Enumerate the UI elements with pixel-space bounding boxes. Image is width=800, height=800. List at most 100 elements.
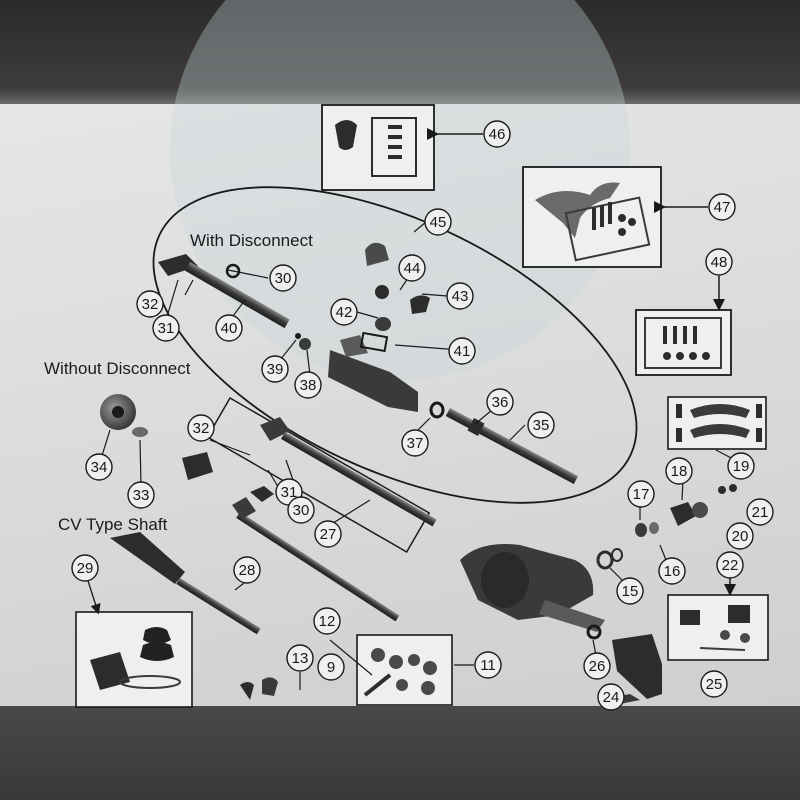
callout-24: 24 xyxy=(597,683,625,711)
callout-25-text: 25 xyxy=(706,676,723,693)
callout-41: 41 xyxy=(448,337,476,365)
callout-24-text: 24 xyxy=(603,689,620,706)
callout-20: 20 xyxy=(726,522,754,550)
callout-28-text: 28 xyxy=(239,562,256,579)
callout-38-text: 38 xyxy=(300,377,317,394)
callout-38: 38 xyxy=(294,371,322,399)
callout-42-text: 42 xyxy=(336,304,353,321)
callout-11: 11 xyxy=(474,651,502,679)
box-19 xyxy=(667,396,767,461)
callout-29-text: 29 xyxy=(77,560,94,577)
callout-31a: 31 xyxy=(152,314,180,342)
callout-18-text: 18 xyxy=(671,463,688,480)
callout-48-text: 48 xyxy=(711,254,728,271)
callout-30b: 30 xyxy=(287,496,315,524)
background-top-dark xyxy=(0,0,800,104)
callout-19: 19 xyxy=(727,452,755,480)
box-29 xyxy=(75,580,193,708)
callout-19-text: 19 xyxy=(733,458,750,475)
box-46 xyxy=(321,104,483,191)
callout-28: 28 xyxy=(233,556,261,584)
callout-22: 22 xyxy=(716,551,744,579)
box-22 xyxy=(667,577,769,661)
seal-39 xyxy=(295,333,301,339)
with-disconnect-ellipse xyxy=(152,186,638,504)
callout-39: 39 xyxy=(261,355,289,383)
callout-9-text: 9 xyxy=(327,659,335,676)
callout-25: 25 xyxy=(700,670,728,698)
cv-type-shaft-label: CV Type Shaft xyxy=(58,515,168,534)
pin-12 xyxy=(363,673,392,697)
callout-30a-text: 30 xyxy=(275,270,292,287)
callout-21-text: 21 xyxy=(752,504,769,521)
lower-axle-set xyxy=(182,417,437,622)
disconnect-housing xyxy=(328,242,430,412)
callout-45: 45 xyxy=(424,208,452,236)
callout-29: 29 xyxy=(71,554,99,582)
callout-46-text: 46 xyxy=(489,126,506,143)
callout-12: 12 xyxy=(313,607,341,635)
callout-44-text: 44 xyxy=(404,260,421,277)
callout-33-text: 33 xyxy=(133,487,150,504)
cv-shaft-28 xyxy=(110,532,261,635)
callout-39-text: 39 xyxy=(267,361,284,378)
callout-40-text: 40 xyxy=(221,320,238,337)
background-bottom-dark xyxy=(0,706,800,800)
callout-47-text: 47 xyxy=(714,199,731,216)
callout-44: 44 xyxy=(398,254,426,282)
differential-housing xyxy=(460,544,605,632)
with-disconnect-label: With Disconnect xyxy=(190,231,313,250)
callout-43-text: 43 xyxy=(452,288,469,305)
callout-16: 16 xyxy=(658,557,686,585)
callout-35: 35 xyxy=(527,411,555,439)
callout-33: 33 xyxy=(127,481,155,509)
callout-36-text: 36 xyxy=(492,394,509,411)
callout-13: 13 xyxy=(286,644,314,672)
callout-46: 46 xyxy=(483,120,511,148)
callout-17: 17 xyxy=(627,480,655,508)
callout-20-text: 20 xyxy=(732,528,749,545)
callout-45-text: 45 xyxy=(430,214,447,231)
callout-37: 37 xyxy=(401,429,429,457)
callout-22-text: 22 xyxy=(722,557,739,574)
shaft-27-box xyxy=(206,396,431,553)
callout-31a-text: 31 xyxy=(158,320,175,337)
callout-12-text: 12 xyxy=(319,613,336,630)
callout-30b-text: 30 xyxy=(293,502,310,519)
callout-15: 15 xyxy=(616,577,644,605)
callout-16-text: 16 xyxy=(664,563,681,580)
callout-42: 42 xyxy=(330,298,358,326)
callout-36: 36 xyxy=(486,388,514,416)
callout-32a-text: 32 xyxy=(142,296,159,313)
callout-32b: 32 xyxy=(187,414,215,442)
callout-11-text: 11 xyxy=(480,657,496,674)
callout-37-text: 37 xyxy=(407,435,424,452)
callout-47: 47 xyxy=(708,193,736,221)
ring-37 xyxy=(429,401,445,419)
box-11 xyxy=(356,634,474,706)
callout-48: 48 xyxy=(705,248,733,276)
callout-30a: 30 xyxy=(269,264,297,292)
axle-shaft-40 xyxy=(158,254,290,329)
axle-shaft-35 xyxy=(445,408,579,485)
box-48 xyxy=(635,276,732,376)
callout-32a: 32 xyxy=(136,290,164,318)
part-13 xyxy=(240,682,254,700)
callout-41-text: 41 xyxy=(454,343,471,360)
callout-15-text: 15 xyxy=(622,583,639,600)
washer-38 xyxy=(299,338,311,350)
without-disconnect-label: Without Disconnect xyxy=(44,359,191,378)
callout-27: 27 xyxy=(314,520,342,548)
callout-27-text: 27 xyxy=(320,526,337,543)
callout-31b-text: 31 xyxy=(281,484,298,501)
callout-34-text: 34 xyxy=(91,459,108,476)
callout-21: 21 xyxy=(746,498,774,526)
callout-26: 26 xyxy=(583,652,611,680)
callout-9: 9 xyxy=(317,653,345,681)
callout-35-text: 35 xyxy=(533,417,550,434)
callout-43: 43 xyxy=(446,282,474,310)
pinion-parts xyxy=(596,484,737,570)
callout-13-text: 13 xyxy=(292,650,309,667)
callout-34: 34 xyxy=(85,453,113,481)
